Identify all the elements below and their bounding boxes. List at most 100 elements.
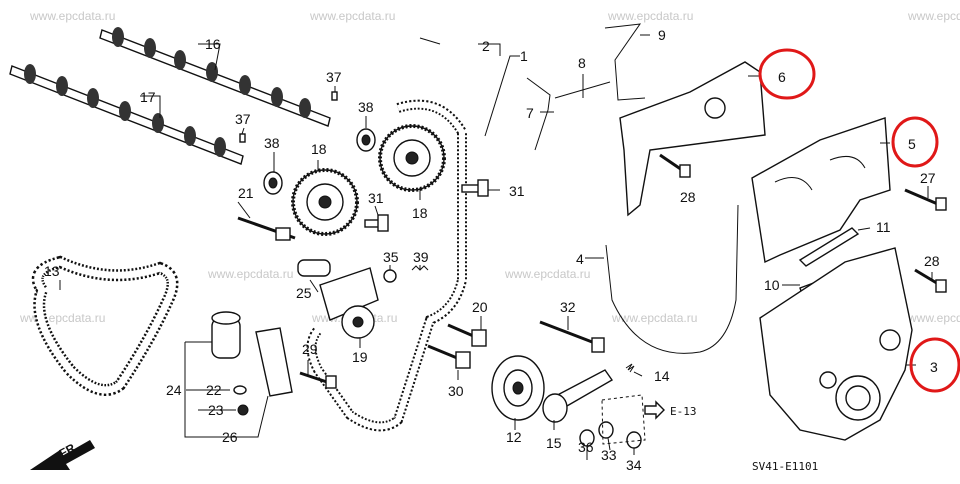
callout-22[interactable]: 22 (206, 382, 222, 398)
bolt-27[interactable] (904, 188, 947, 211)
balancer-belt[interactable] (31, 255, 179, 396)
cam-pulley-18-right[interactable] (378, 124, 446, 192)
bolt-21[interactable] (237, 216, 296, 241)
camshaft-16[interactable] (99, 27, 331, 127)
callout-15[interactable]: 15 (546, 435, 562, 451)
diagram-code: SV41-E1101 (752, 460, 818, 473)
camshaft-17[interactable] (9, 64, 244, 165)
bolt-31-right[interactable] (461, 179, 489, 197)
bolt-23[interactable] (237, 404, 249, 416)
callout-27[interactable]: 27 (920, 170, 936, 186)
callout-30[interactable]: 30 (448, 383, 464, 399)
callout-17[interactable]: 17 (140, 89, 156, 105)
callout-37a[interactable]: 37 (326, 69, 342, 85)
callout-38a[interactable]: 38 (358, 99, 374, 115)
key-37-left[interactable] (239, 133, 246, 143)
tensioner-pulley-19[interactable] (319, 267, 379, 339)
watermark: www.epcdata.ru (907, 9, 960, 23)
nut-35[interactable] (383, 269, 397, 283)
callouts: 1 2 3 4 5 6 7 8 9 10 11 12 13 14 15 16 1… (44, 27, 940, 473)
leader-lines (59, 34, 933, 460)
nut-34[interactable] (626, 431, 642, 449)
bolt-31-mid[interactable] (364, 214, 389, 232)
callout-35[interactable]: 35 (383, 249, 399, 265)
upper-cover-back-6[interactable] (619, 61, 766, 217)
spring-14[interactable] (625, 363, 635, 373)
highlight-circle-5 (891, 116, 939, 168)
bolt-28-lower[interactable] (914, 268, 947, 293)
lower-cover-3[interactable] (759, 247, 913, 441)
callout-31a[interactable]: 31 (509, 183, 525, 199)
callout-29[interactable]: 29 (302, 341, 318, 357)
watermark: www.epcdata.ru (309, 9, 395, 23)
callout-21[interactable]: 21 (238, 185, 254, 201)
washer-38-right[interactable] (356, 128, 376, 152)
callout-37b[interactable]: 37 (235, 111, 251, 127)
callout-32[interactable]: 32 (560, 299, 576, 315)
callout-13[interactable]: 13 (44, 263, 60, 279)
highlight-circles (758, 48, 960, 393)
callout-6[interactable]: 6 (778, 69, 786, 85)
callout-5[interactable]: 5 (908, 136, 916, 152)
callout-20[interactable]: 20 (472, 299, 488, 315)
timing-belt[interactable] (306, 99, 467, 432)
callout-33[interactable]: 33 (601, 447, 617, 463)
callout-25[interactable]: 25 (296, 285, 312, 301)
callout-34[interactable]: 34 (626, 457, 642, 473)
callout-9[interactable]: 9 (658, 27, 666, 43)
highlight-circle-3 (909, 337, 960, 393)
callout-18b[interactable]: 18 (412, 205, 428, 221)
auto-tensioner-24[interactable] (211, 311, 241, 359)
callout-2[interactable]: 2 (482, 38, 490, 54)
bolt-28-top[interactable] (659, 153, 691, 178)
callout-26[interactable]: 26 (222, 429, 238, 445)
bolt-30[interactable] (427, 344, 471, 369)
cover-seal-11[interactable] (798, 227, 860, 267)
bolt-20[interactable] (447, 323, 487, 347)
callout-7[interactable]: 7 (526, 105, 534, 121)
callout-16[interactable]: 16 (205, 36, 221, 52)
adjuster-plate-15[interactable] (542, 369, 614, 423)
washer-38-left[interactable] (263, 171, 283, 195)
reference-arrow[interactable]: E-13 (644, 400, 697, 420)
callout-18a[interactable]: 18 (311, 141, 327, 157)
tensioner-spacer-25[interactable] (297, 259, 331, 277)
seal-4[interactable] (605, 204, 739, 354)
watermark: www.epcdata.ru (607, 9, 693, 23)
washer-22[interactable] (233, 385, 247, 395)
watermark: www.epcdata.ru (207, 267, 293, 281)
callout-28b[interactable]: 28 (924, 253, 940, 269)
callout-36[interactable]: 36 (578, 439, 594, 455)
seal-9[interactable] (604, 23, 646, 101)
callout-19[interactable]: 19 (352, 349, 368, 365)
callout-1[interactable]: 1 (520, 48, 528, 64)
bolt-32[interactable] (539, 320, 605, 353)
watermark: www.epcdata.ru (29, 9, 115, 23)
watermark: www.epcdata.ru (611, 311, 697, 325)
watermark: www.epcdata.ru (19, 311, 105, 325)
callout-31b[interactable]: 31 (368, 190, 384, 206)
callout-24[interactable]: 24 (166, 382, 182, 398)
callout-4[interactable]: 4 (576, 251, 584, 267)
callout-11[interactable]: 11 (876, 219, 891, 235)
nut-33[interactable] (598, 421, 614, 439)
callout-12[interactable]: 12 (506, 429, 522, 445)
idler-pulley-12[interactable] (491, 355, 545, 421)
callout-39[interactable]: 39 (413, 249, 429, 265)
cam-pulley-18-left[interactable] (291, 168, 359, 236)
tensioner-bracket-26[interactable] (255, 327, 293, 397)
seal-7[interactable] (526, 77, 551, 151)
callout-38b[interactable]: 38 (264, 135, 280, 151)
upper-cover-5[interactable] (751, 117, 891, 264)
bolt-29[interactable] (299, 371, 337, 389)
callout-23[interactable]: 23 (208, 402, 224, 418)
callout-28a[interactable]: 28 (680, 189, 696, 205)
callout-8[interactable]: 8 (578, 55, 586, 71)
callout-10[interactable]: 10 (764, 277, 780, 293)
key-37-top[interactable] (331, 91, 338, 101)
highlight-circle-6 (758, 48, 816, 100)
callout-14[interactable]: 14 (654, 368, 670, 384)
callout-3[interactable]: 3 (930, 359, 938, 375)
